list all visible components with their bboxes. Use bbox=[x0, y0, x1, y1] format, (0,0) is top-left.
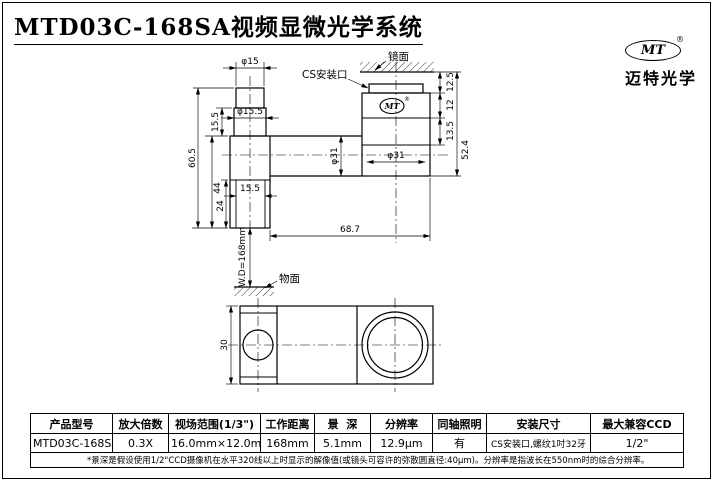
dim-15-5-length: 15.5 bbox=[211, 112, 221, 132]
spec-value-model: MTD03C-168SA bbox=[30, 433, 113, 453]
spec-value-coaxial: 有 bbox=[432, 433, 487, 453]
side-view bbox=[229, 62, 434, 296]
dim-52-4: 52.4 bbox=[461, 140, 471, 160]
spec-header-row: 产品型号 放大倍数 视场范围(1/3") 工作距离 景 深 分辨率 同轴照明 安… bbox=[30, 413, 684, 434]
dim-68-7: 68.7 bbox=[340, 225, 360, 235]
spec-footnote: *景深是假设使用1/2"CCD摄像机在水平320线以上时显示的解像值(或镜头可容… bbox=[30, 452, 684, 468]
spec-value-ccd: 1/2" bbox=[590, 433, 684, 453]
cs-mount-label: CS安装口 bbox=[302, 68, 348, 81]
dim-60-5: 60.5 bbox=[188, 148, 198, 168]
spec-header-model: 产品型号 bbox=[30, 413, 113, 434]
spec-header-dof: 景 深 bbox=[314, 413, 371, 434]
dim-phi15: φ15 bbox=[241, 57, 258, 67]
spec-header-fov: 视场范围(1/3") bbox=[168, 413, 261, 434]
page-title: MTD03C-168SA视频显微光学系统 bbox=[14, 8, 423, 45]
body-logo-badge: MT ® bbox=[379, 96, 410, 115]
body-logo-registered: ® bbox=[404, 96, 410, 103]
bottom-view bbox=[239, 305, 434, 385]
callout-labels: 镜面 CS安装口 物面 bbox=[264, 50, 409, 289]
center-lines bbox=[222, 62, 448, 392]
spec-value-resolution: 12.9μm bbox=[370, 433, 433, 453]
body-logo-text: MT bbox=[384, 101, 401, 111]
dim-30: 30 bbox=[220, 339, 230, 351]
spec-header-mount-size: 安装尺寸 bbox=[486, 413, 591, 434]
ground-hatch bbox=[234, 287, 274, 296]
dim-24: 24 bbox=[216, 200, 226, 212]
dim-working-distance: W.D=168mm bbox=[238, 227, 248, 287]
mirror-face-label: 镜面 bbox=[388, 50, 409, 63]
spec-header-resolution: 分辨率 bbox=[370, 413, 433, 434]
spec-value-dof: 5.1mm bbox=[314, 433, 371, 453]
object-plane-label: 物面 bbox=[279, 272, 300, 285]
spec-table: 产品型号 放大倍数 视场范围(1/3") 工作距离 景 深 分辨率 同轴照明 安… bbox=[30, 413, 684, 468]
spec-value-magnification: 0.3X bbox=[112, 433, 169, 453]
spec-value-mount-size: CS安装口,螺纹1吋32牙 bbox=[486, 433, 591, 453]
spec-header-coaxial: 同轴照明 bbox=[432, 413, 487, 434]
brand-logo: MT ® 迈特光学 bbox=[624, 35, 697, 89]
dimensions bbox=[192, 62, 461, 385]
spec-footnote-row: *景深是假设使用1/2"CCD摄像机在水平320线以上时显示的解像值(或镜头可容… bbox=[30, 452, 684, 468]
brand-logo-text: MT bbox=[640, 43, 666, 58]
mirror-hatch bbox=[360, 62, 434, 72]
dim-12: 12 bbox=[446, 99, 456, 110]
spec-header-magnification: 放大倍数 bbox=[112, 413, 169, 434]
dim-phi31-arm: φ31 bbox=[330, 147, 340, 164]
brand-name: 迈特光学 bbox=[624, 69, 697, 88]
spec-value-working-distance: 168mm bbox=[260, 433, 315, 453]
spec-value-fov: 16.0mm×12.0mm bbox=[168, 433, 261, 453]
spec-header-working-distance: 工作距离 bbox=[260, 413, 315, 434]
spec-header-ccd: 最大兼容CCD bbox=[590, 413, 684, 434]
dim-phi15-5: φ15.5 bbox=[237, 107, 263, 117]
dim-44: 44 bbox=[213, 182, 223, 194]
dim-13-5: 13.5 bbox=[446, 121, 456, 141]
dim-12-5: 12.5 bbox=[446, 72, 456, 92]
dim-15-5-bore: 15.5 bbox=[240, 184, 260, 194]
brand-logo-oval: MT ® bbox=[624, 35, 684, 61]
dim-phi31-mount: φ31 bbox=[387, 151, 404, 161]
dimension-texts: φ15 φ15.5 60.5 15.5 44 24 15.5 W.D=168mm… bbox=[188, 57, 471, 351]
spec-data-row: MTD03C-168SA 0.3X 16.0mm×12.0mm 168mm 5.… bbox=[30, 433, 684, 453]
registered-mark: ® bbox=[675, 35, 684, 44]
